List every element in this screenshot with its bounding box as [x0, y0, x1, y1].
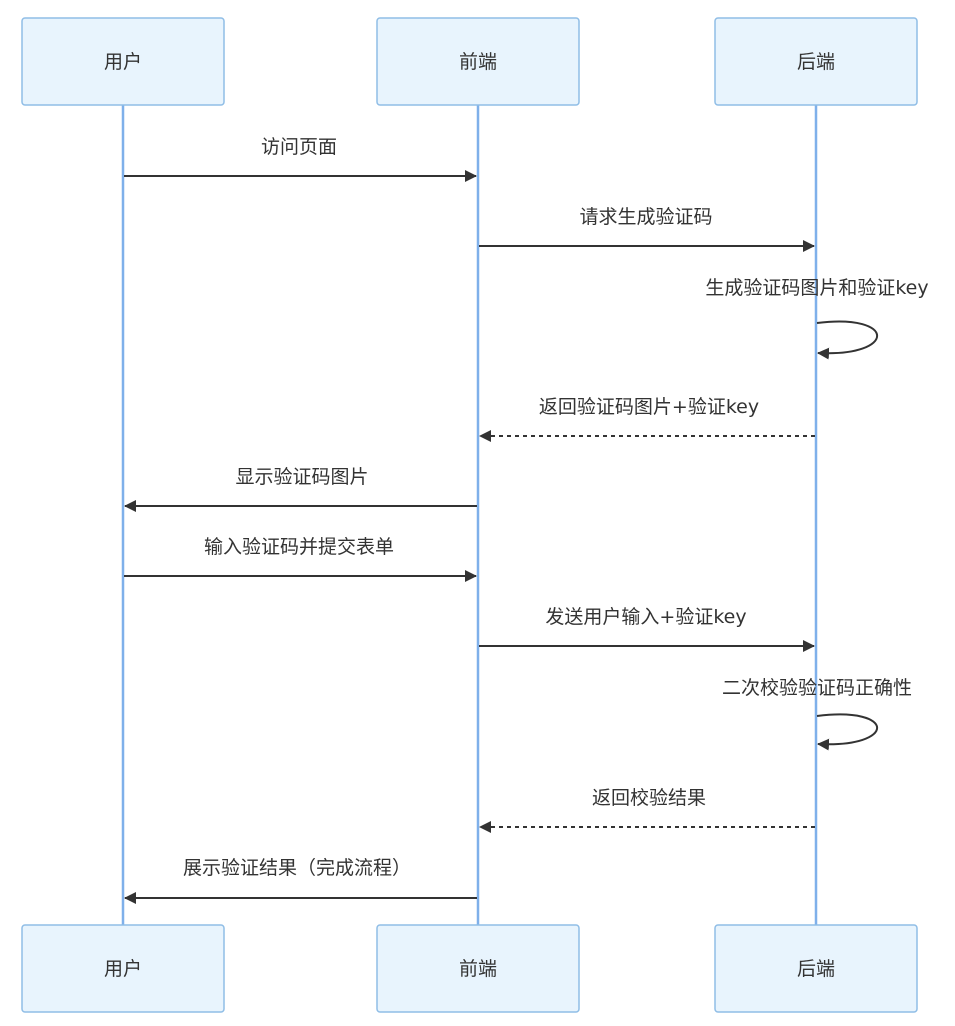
participant-backend-top: 后端 — [714, 17, 918, 106]
message-6: 输入验证码并提交表单 — [124, 536, 477, 582]
participant-frontend-top: 前端 — [376, 17, 580, 106]
participant-backend-bottom-label: 后端 — [797, 958, 835, 980]
message-3: 生成验证码图片和验证key — [705, 277, 929, 360]
message-8-arrow — [816, 713, 878, 751]
participant-frontend-top-label: 前端 — [459, 51, 497, 73]
message-5: 显示验证码图片 — [124, 466, 477, 512]
lifelines — [121, 105, 818, 925]
participant-user-bottom-label: 用户 — [104, 958, 142, 980]
participant-user-top-label: 用户 — [104, 51, 142, 73]
participant-frontend-bottom-label: 前端 — [459, 958, 497, 980]
message-7: 发送用户输入+验证key — [479, 606, 815, 652]
message-10-label: 展示验证结果（完成流程） — [183, 857, 411, 879]
participant-user-top: 用户 — [21, 17, 225, 106]
message-2: 请求生成验证码 — [479, 206, 815, 252]
message-9-label: 返回校验结果 — [592, 787, 706, 809]
message-10: 展示验证结果（完成流程） — [124, 857, 477, 904]
message-1-label: 访问页面 — [261, 136, 337, 158]
message-7-label: 发送用户输入+验证key — [545, 606, 746, 628]
message-3-label: 生成验证码图片和验证key — [705, 277, 928, 299]
message-2-label: 请求生成验证码 — [579, 206, 712, 228]
message-8: 二次校验验证码正确性 — [722, 677, 912, 751]
message-8-label: 二次校验验证码正确性 — [722, 677, 912, 699]
participant-user-bottom: 用户 — [21, 924, 225, 1013]
participant-frontend-bottom: 前端 — [376, 924, 580, 1013]
participant-backend-top-label: 后端 — [797, 51, 835, 73]
message-6-label: 输入验证码并提交表单 — [204, 536, 394, 558]
message-9: 返回校验结果 — [479, 787, 815, 833]
message-5-label: 显示验证码图片 — [235, 466, 368, 488]
message-3-arrow — [816, 320, 878, 360]
message-4: 返回验证码图片+验证key — [479, 396, 815, 442]
message-1: 访问页面 — [124, 136, 477, 182]
messages: 访问页面 请求生成验证码 生成验证码图片和验证key 返回验证码图片+验证key… — [124, 136, 929, 904]
message-4-label: 返回验证码图片+验证key — [539, 396, 759, 418]
participant-backend-bottom: 后端 — [714, 924, 918, 1013]
